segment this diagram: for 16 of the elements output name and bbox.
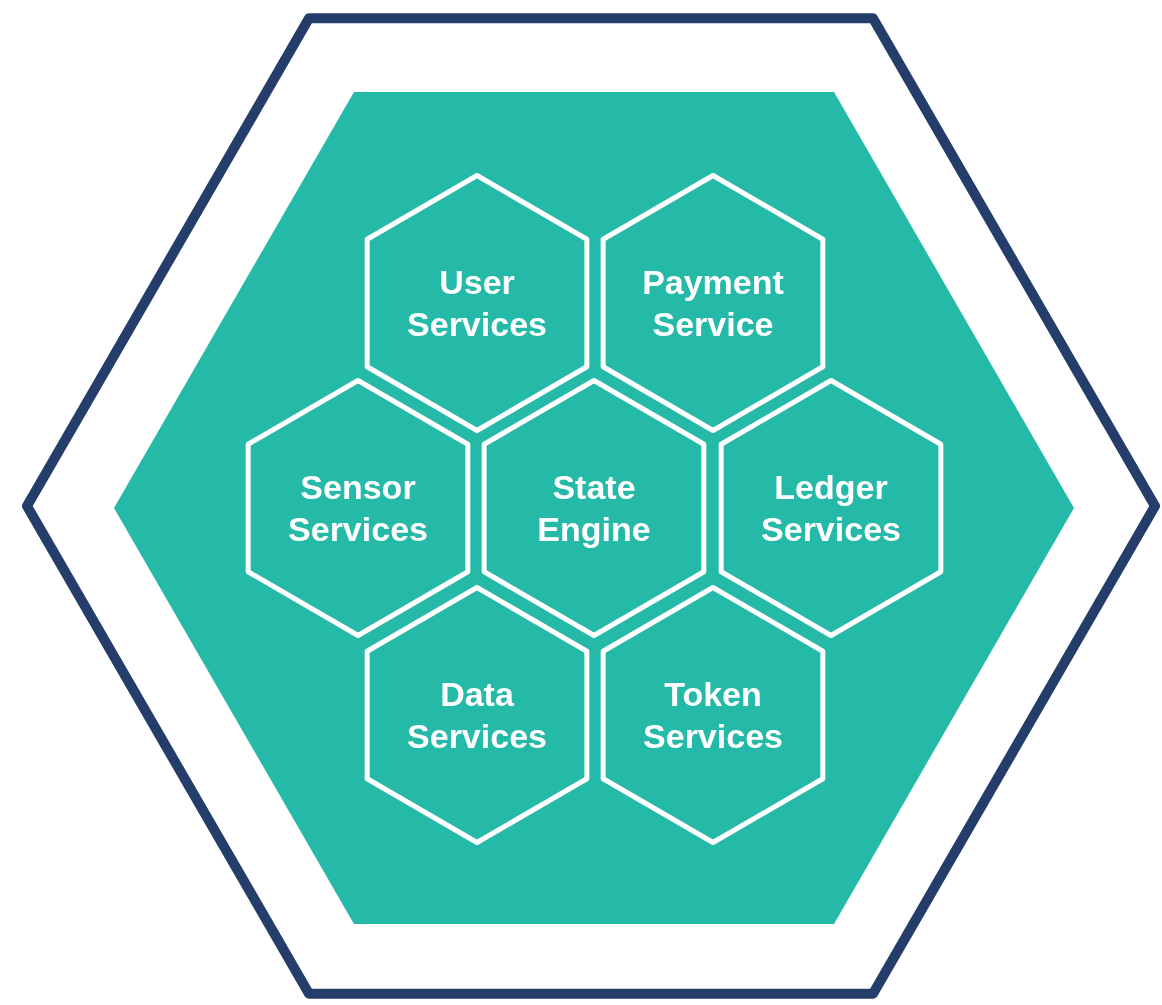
hexagon-cell	[365, 585, 589, 845]
cell-label: Ledger Services	[760, 467, 902, 550]
cell-label: Payment Service	[641, 262, 785, 345]
hexagon-cell	[365, 173, 589, 433]
cell-label: State Engine	[536, 467, 652, 550]
cell-label: Token Services	[642, 674, 784, 757]
hexagon-panel	[114, 92, 1074, 924]
hexagon-cell	[601, 585, 825, 845]
hexagon-cell	[719, 378, 943, 638]
hexagon-cell	[246, 378, 470, 638]
cell-label: User Services	[406, 262, 548, 345]
cell-label: Data Services	[406, 674, 548, 757]
hexagon-frame	[22, 14, 1160, 998]
hexagon-cell	[482, 378, 706, 638]
hexagon-cell	[601, 173, 825, 433]
cell-label: Sensor Services	[287, 467, 429, 550]
